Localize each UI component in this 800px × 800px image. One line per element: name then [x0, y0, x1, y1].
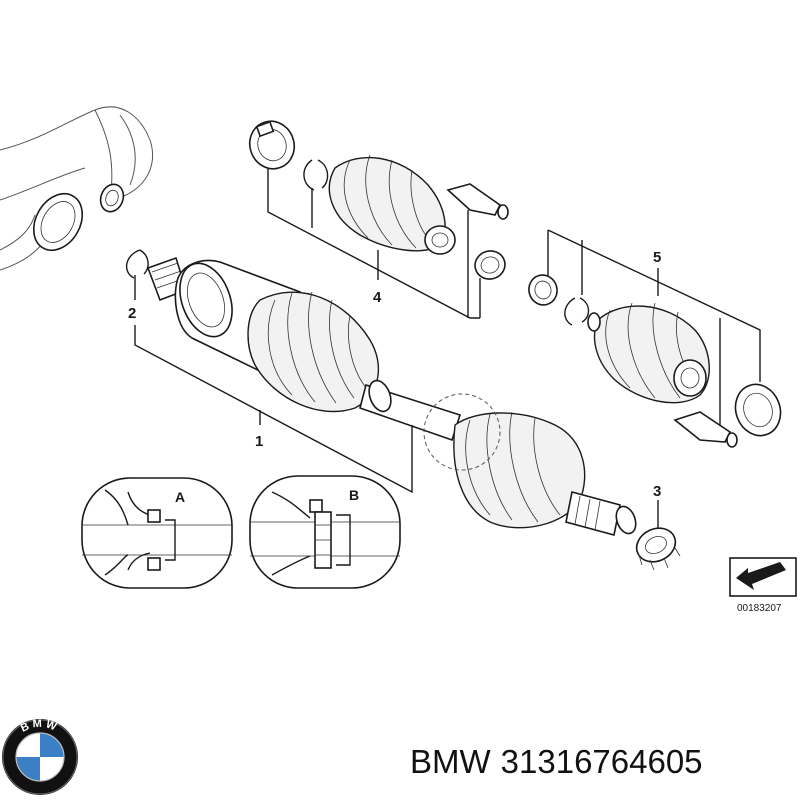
boot-kit-outer: [528, 274, 782, 448]
logo-lettering: BMW: [19, 718, 61, 735]
small-o-ring-inner: [105, 189, 119, 207]
callout-4: 4: [373, 289, 382, 306]
axle-nut: [635, 527, 681, 571]
detail-label-a: A: [175, 489, 185, 505]
drive-shaft-assembly: [146, 256, 637, 536]
flange-seal-ring: [32, 192, 84, 252]
callout-5: 5: [653, 249, 661, 266]
small-o-ring: [99, 183, 125, 213]
detail-label-b: B: [349, 487, 359, 503]
detail-view-a: [81, 477, 233, 589]
bmw-logo: BMW: [2, 718, 78, 795]
detail-view-b: [249, 475, 401, 589]
flange-seal-ring-inner: [40, 201, 76, 243]
caption-brand: BMW: [410, 743, 492, 780]
reference-arrow-box: [729, 557, 797, 597]
callout-2: 2: [128, 305, 136, 322]
reference-number: 00183207: [737, 603, 782, 614]
callout-3: 3: [653, 483, 661, 500]
transmission-housing: [0, 106, 154, 271]
leader-lines: [134, 168, 761, 528]
boot-kit-inner: [248, 120, 509, 280]
circlip-left: [125, 249, 149, 279]
caption-part-number: 31316764605: [501, 743, 703, 780]
callout-1: 1: [255, 433, 263, 450]
